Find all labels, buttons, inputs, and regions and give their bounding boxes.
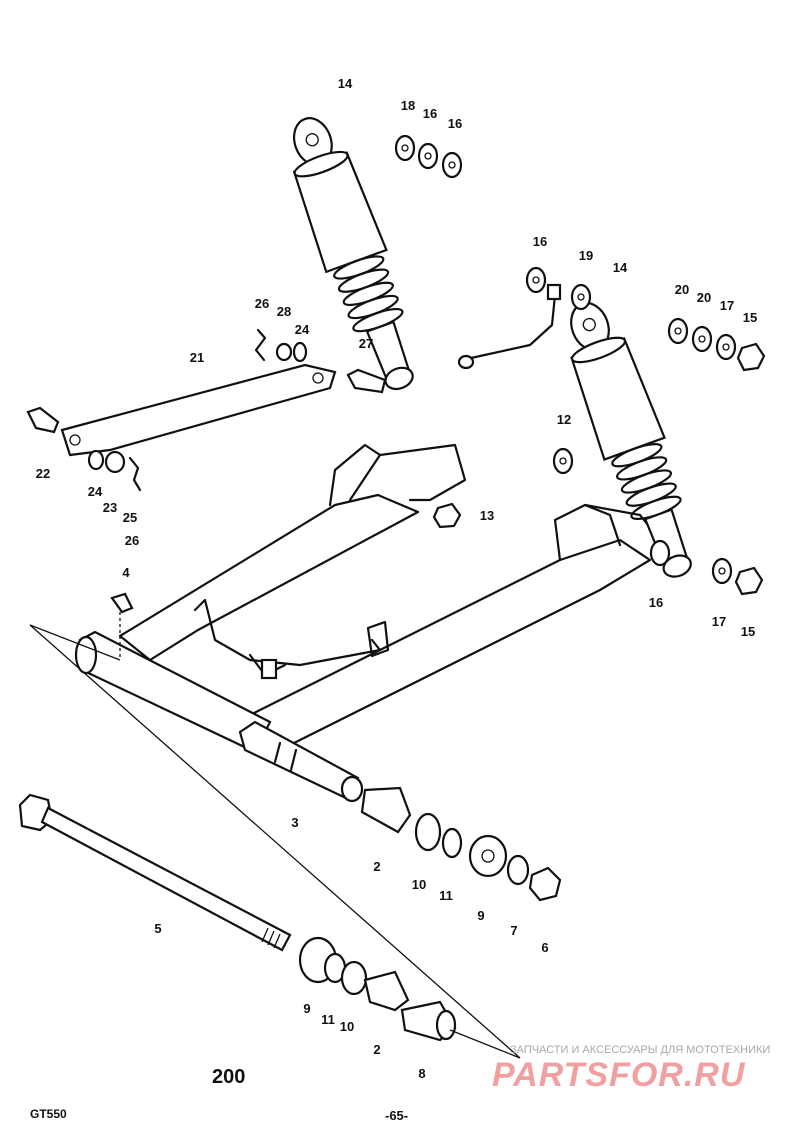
nut-13: [432, 502, 462, 529]
callout-16: 16: [448, 116, 462, 131]
callout-26: 26: [255, 296, 269, 311]
callout-14: 14: [338, 76, 353, 91]
callout-27: 27: [359, 336, 373, 351]
callout-20: 20: [697, 290, 711, 305]
callout-25: 25: [123, 510, 137, 525]
callout-7: 7: [510, 923, 517, 938]
watermark-brand: PARTSFOR.RU: [492, 1056, 746, 1094]
torque-link: [26, 328, 387, 492]
watermark-tagline: ЗАПЧАСТИ И АКСЕССУАРЫ ДЛЯ МОТОТЕХНИКИ: [510, 1044, 770, 1056]
callout-11: 11: [321, 1012, 335, 1027]
callout-20: 20: [675, 282, 689, 297]
callout-19: 19: [579, 248, 593, 263]
callout-12: 12: [557, 412, 571, 427]
pivot-collar: [238, 720, 364, 803]
callout-9: 9: [303, 1001, 310, 1016]
callout-18: 18: [401, 98, 415, 113]
model-code: GT550: [30, 1107, 67, 1121]
callout-10: 10: [340, 1019, 354, 1034]
pivot-bushing-upper: [360, 786, 562, 902]
callout-2: 2: [373, 859, 380, 874]
pivot-shaft: [18, 793, 292, 952]
page-number: -65-: [385, 1108, 408, 1123]
callout-2: 2: [373, 1042, 380, 1057]
callout-13: 13: [480, 508, 494, 523]
callout-16: 16: [649, 595, 663, 610]
shock-washers-top: [394, 134, 766, 596]
callout-8: 8: [418, 1066, 425, 1081]
callout-15: 15: [743, 310, 757, 325]
callout-17: 17: [712, 614, 726, 629]
callout-4: 4: [122, 565, 130, 580]
callout-23: 23: [103, 500, 117, 515]
callout-6: 6: [541, 940, 548, 955]
callout-9: 9: [477, 908, 484, 923]
brake-pipe: [457, 283, 562, 370]
callout-15: 15: [741, 624, 755, 639]
callout-numbers: 1418161616191420201715262824272112222423…: [36, 76, 757, 1081]
callout-10: 10: [412, 877, 426, 892]
callout-5: 5: [154, 921, 161, 936]
callout-22: 22: [36, 466, 50, 481]
callout-24: 24: [295, 322, 310, 337]
callout-28: 28: [277, 304, 291, 319]
callout-11: 11: [439, 888, 453, 903]
swing-arm: [74, 443, 662, 754]
pivot-bushing-lower: [298, 936, 457, 1042]
callout-17: 17: [720, 298, 734, 313]
rear-shock-absorber-right: [570, 301, 692, 578]
callout-14: 14: [613, 260, 628, 275]
axis-leader-lines: [29, 624, 521, 1059]
callout-3: 3: [291, 815, 298, 830]
callout-26: 26: [125, 533, 139, 548]
figure-number: 200: [212, 1066, 245, 1088]
callout-21: 21: [190, 350, 204, 365]
callout-16: 16: [533, 234, 547, 249]
callout-24: 24: [88, 484, 103, 499]
grease-nipple: [110, 592, 134, 660]
rear-shock-absorber-left: [292, 117, 414, 391]
callout-16: 16: [423, 106, 437, 121]
